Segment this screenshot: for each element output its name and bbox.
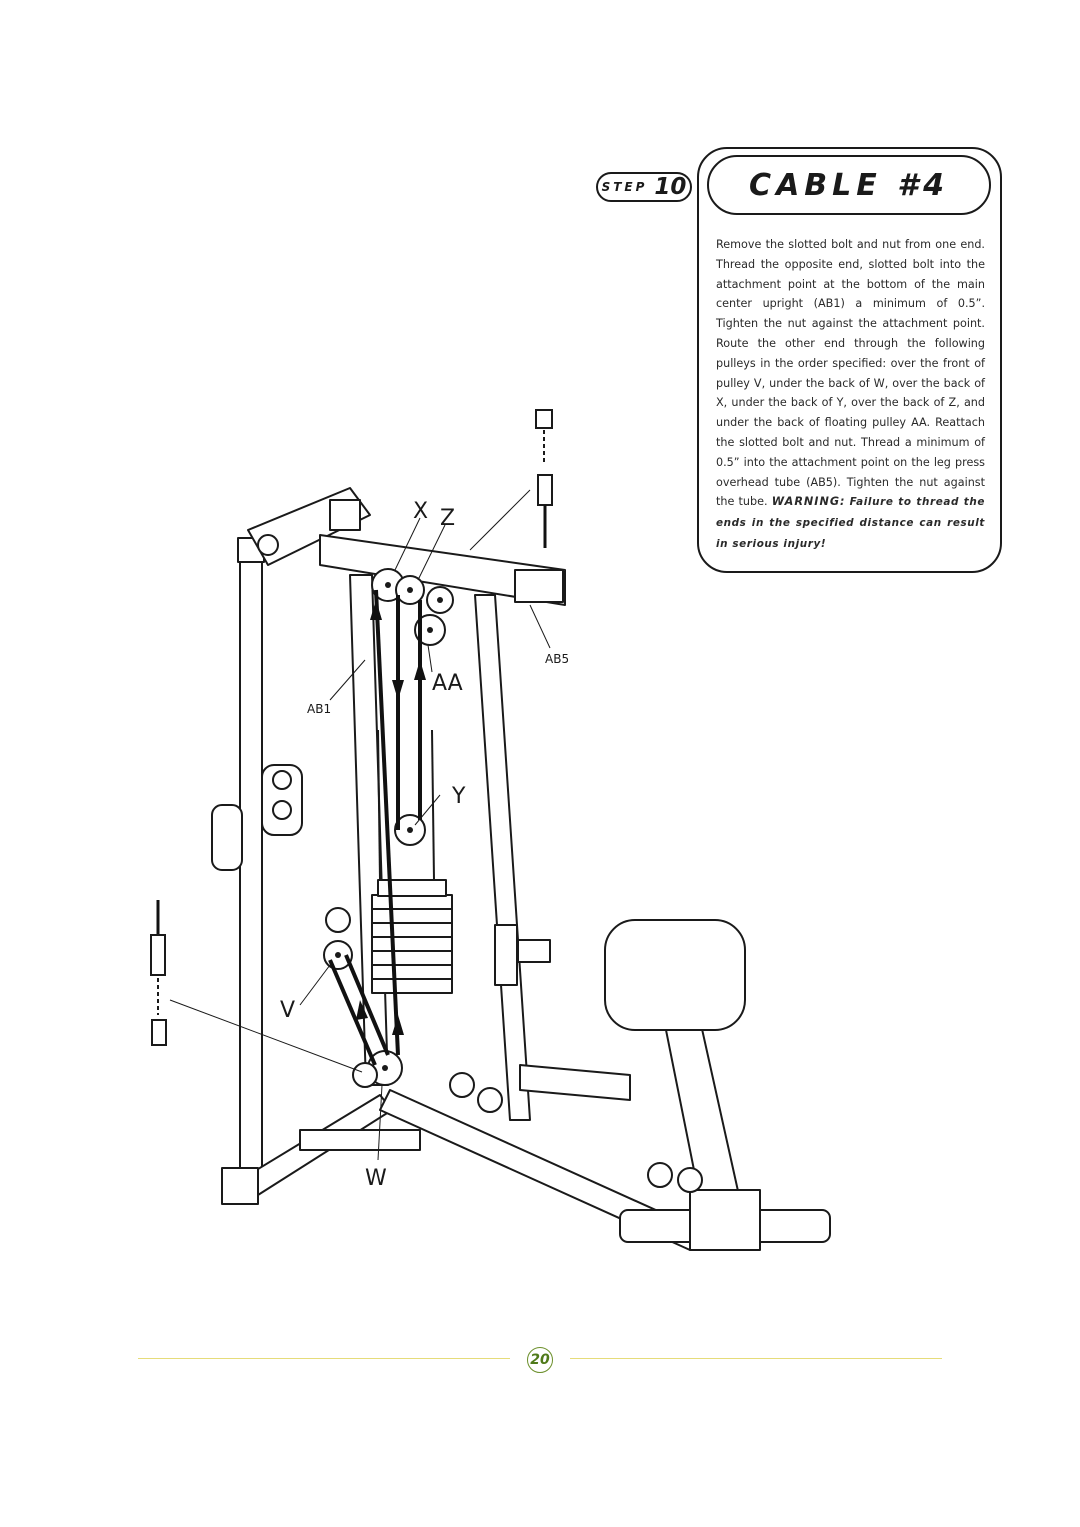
pulley-handle-1 (272, 770, 292, 790)
step-number: 10 (654, 174, 687, 200)
label-z: Z (440, 506, 455, 531)
label-v: V (280, 998, 295, 1023)
rear-base-tube (689, 1189, 761, 1251)
pulley-top-left (257, 534, 279, 556)
top-arm-bracket (329, 499, 361, 531)
cable-end-right (535, 409, 553, 548)
label-ab5: AB5 (545, 652, 569, 666)
footer-line-left (138, 1358, 510, 1359)
rear-upright-bracket (517, 939, 551, 963)
warning-label: WARNING: (771, 495, 846, 509)
cable-end-left (150, 900, 167, 1046)
pulley-v-top (325, 907, 351, 933)
footer-line-right (570, 1358, 942, 1359)
pulley-base-2 (477, 1087, 503, 1113)
pulley-base-1 (449, 1072, 475, 1098)
step-word: STEP (601, 180, 648, 194)
rear-upright (474, 594, 531, 1121)
instructions-body: Remove the slotted bolt and nut from one… (716, 238, 985, 509)
label-aa: AA (432, 671, 463, 696)
label-x: X (413, 499, 428, 524)
left-upright (239, 554, 263, 1176)
side-handle (211, 804, 243, 871)
label-w: W (365, 1166, 387, 1191)
step-badge: STEP 10 (596, 172, 692, 202)
weight-stack (371, 894, 453, 994)
warning-text: Failure to thread the ends in the specif… (716, 496, 986, 550)
top-crossbar (319, 534, 566, 606)
page-title: CABLE #4 (749, 167, 949, 203)
leg-press-support (519, 1064, 631, 1101)
leg-press-pad (604, 919, 746, 1031)
rear-upright-collar (494, 924, 518, 986)
crossbar-end-block (514, 569, 564, 603)
label-y: Y (451, 784, 466, 809)
pulley-w-left (352, 1062, 378, 1088)
base-left-foot (221, 1167, 259, 1205)
instructions-text: Remove the slotted bolt and nut from one… (716, 235, 985, 555)
pulley-rear-2 (677, 1167, 703, 1193)
pulley-handle-2 (272, 800, 292, 820)
instruction-panel (697, 147, 1002, 573)
title-box: CABLE #4 (707, 155, 991, 215)
pulley-rear-1 (647, 1162, 673, 1188)
weight-top-plate (377, 879, 447, 897)
page-number: 20 (527, 1347, 553, 1373)
cable-route (328, 589, 422, 1066)
base-crossmember (299, 1129, 421, 1151)
label-ab1: AB1 (307, 702, 331, 716)
cable-arrows (356, 600, 426, 1035)
